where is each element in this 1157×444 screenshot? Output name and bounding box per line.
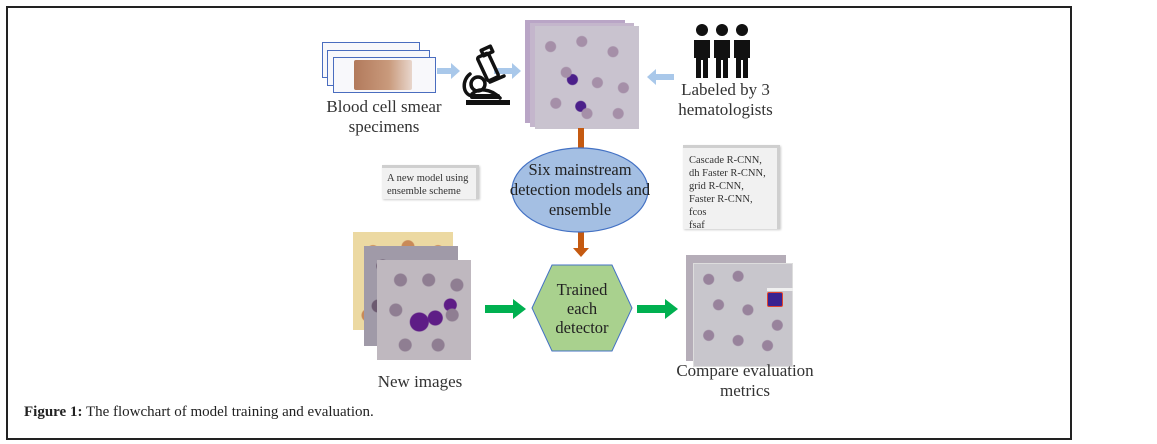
arrow-ensemble-to-detector bbox=[573, 230, 589, 257]
detection-box bbox=[767, 292, 783, 307]
hexagon-text-line3: detector bbox=[555, 318, 609, 337]
models-list-note: Cascade R-CNN, dh Faster R-CNN, grid R-C… bbox=[683, 145, 780, 231]
model-item: Cascade R-CNN, bbox=[689, 155, 762, 166]
specimens-label-line2: specimens bbox=[348, 117, 420, 136]
hexagon-text-line2: each bbox=[566, 299, 598, 318]
caption-text: The flowchart of model training and eval… bbox=[82, 404, 374, 420]
ensemble-ellipse bbox=[511, 147, 649, 233]
figure-frame bbox=[6, 6, 1072, 440]
model-item: fcos bbox=[689, 207, 707, 218]
model-item: dh Faster R-CNN, bbox=[689, 168, 766, 179]
model-item: Faster R-CNN, bbox=[689, 194, 753, 205]
compare-label: Compare evaluation metrics bbox=[676, 361, 814, 400]
ensemble-text-line2: detection models and bbox=[509, 180, 651, 199]
image-layer-front bbox=[535, 26, 639, 129]
new-images-label: New images bbox=[377, 372, 463, 391]
slide-front bbox=[333, 57, 436, 93]
ensemble-text-line3: ensemble bbox=[548, 200, 612, 219]
microscope-icon bbox=[462, 44, 510, 105]
specimens-label-line1: Blood cell smear bbox=[326, 97, 442, 116]
hexagon-text-line1: Trained bbox=[556, 280, 608, 299]
trained-detector-hexagon bbox=[531, 264, 633, 352]
ensemble-text-line1: Six mainstream bbox=[528, 160, 632, 179]
people-icon bbox=[694, 24, 750, 78]
figure-caption: Figure 1: The flowchart of model trainin… bbox=[24, 404, 374, 421]
hematologists-label-line2: hematologists bbox=[678, 100, 773, 119]
arrow-microscope-to-image bbox=[494, 63, 521, 79]
new-model-note-line1: A new model using bbox=[387, 173, 469, 184]
new-image-front bbox=[377, 260, 471, 360]
smear-sample bbox=[354, 60, 412, 90]
arrow-slides-to-microscope bbox=[437, 63, 460, 79]
caption-prefix: Figure 1: bbox=[24, 404, 83, 420]
arrow-detector-to-results bbox=[637, 299, 678, 319]
hematologists-label: Labeled by 3 hematologists bbox=[668, 80, 783, 120]
hexagon-text: Trained each detector bbox=[540, 280, 624, 337]
new-model-note-line2: ensemble scheme bbox=[387, 186, 461, 197]
model-item: grid R-CNN, bbox=[689, 181, 744, 192]
specimens-label: Blood cell smear specimens bbox=[310, 97, 458, 137]
arrow-hematologists-to-image bbox=[647, 69, 674, 85]
hematologists-label-line1: Labeled by 3 bbox=[681, 80, 770, 99]
ensemble-text: Six mainstream detection models and ense… bbox=[507, 160, 653, 220]
model-item: fsaf bbox=[689, 220, 705, 231]
arrow-images-to-detector bbox=[485, 299, 526, 319]
detection-label bbox=[767, 288, 793, 291]
result-image-front bbox=[693, 263, 793, 367]
new-model-note: A new model using ensemble scheme bbox=[382, 165, 479, 199]
